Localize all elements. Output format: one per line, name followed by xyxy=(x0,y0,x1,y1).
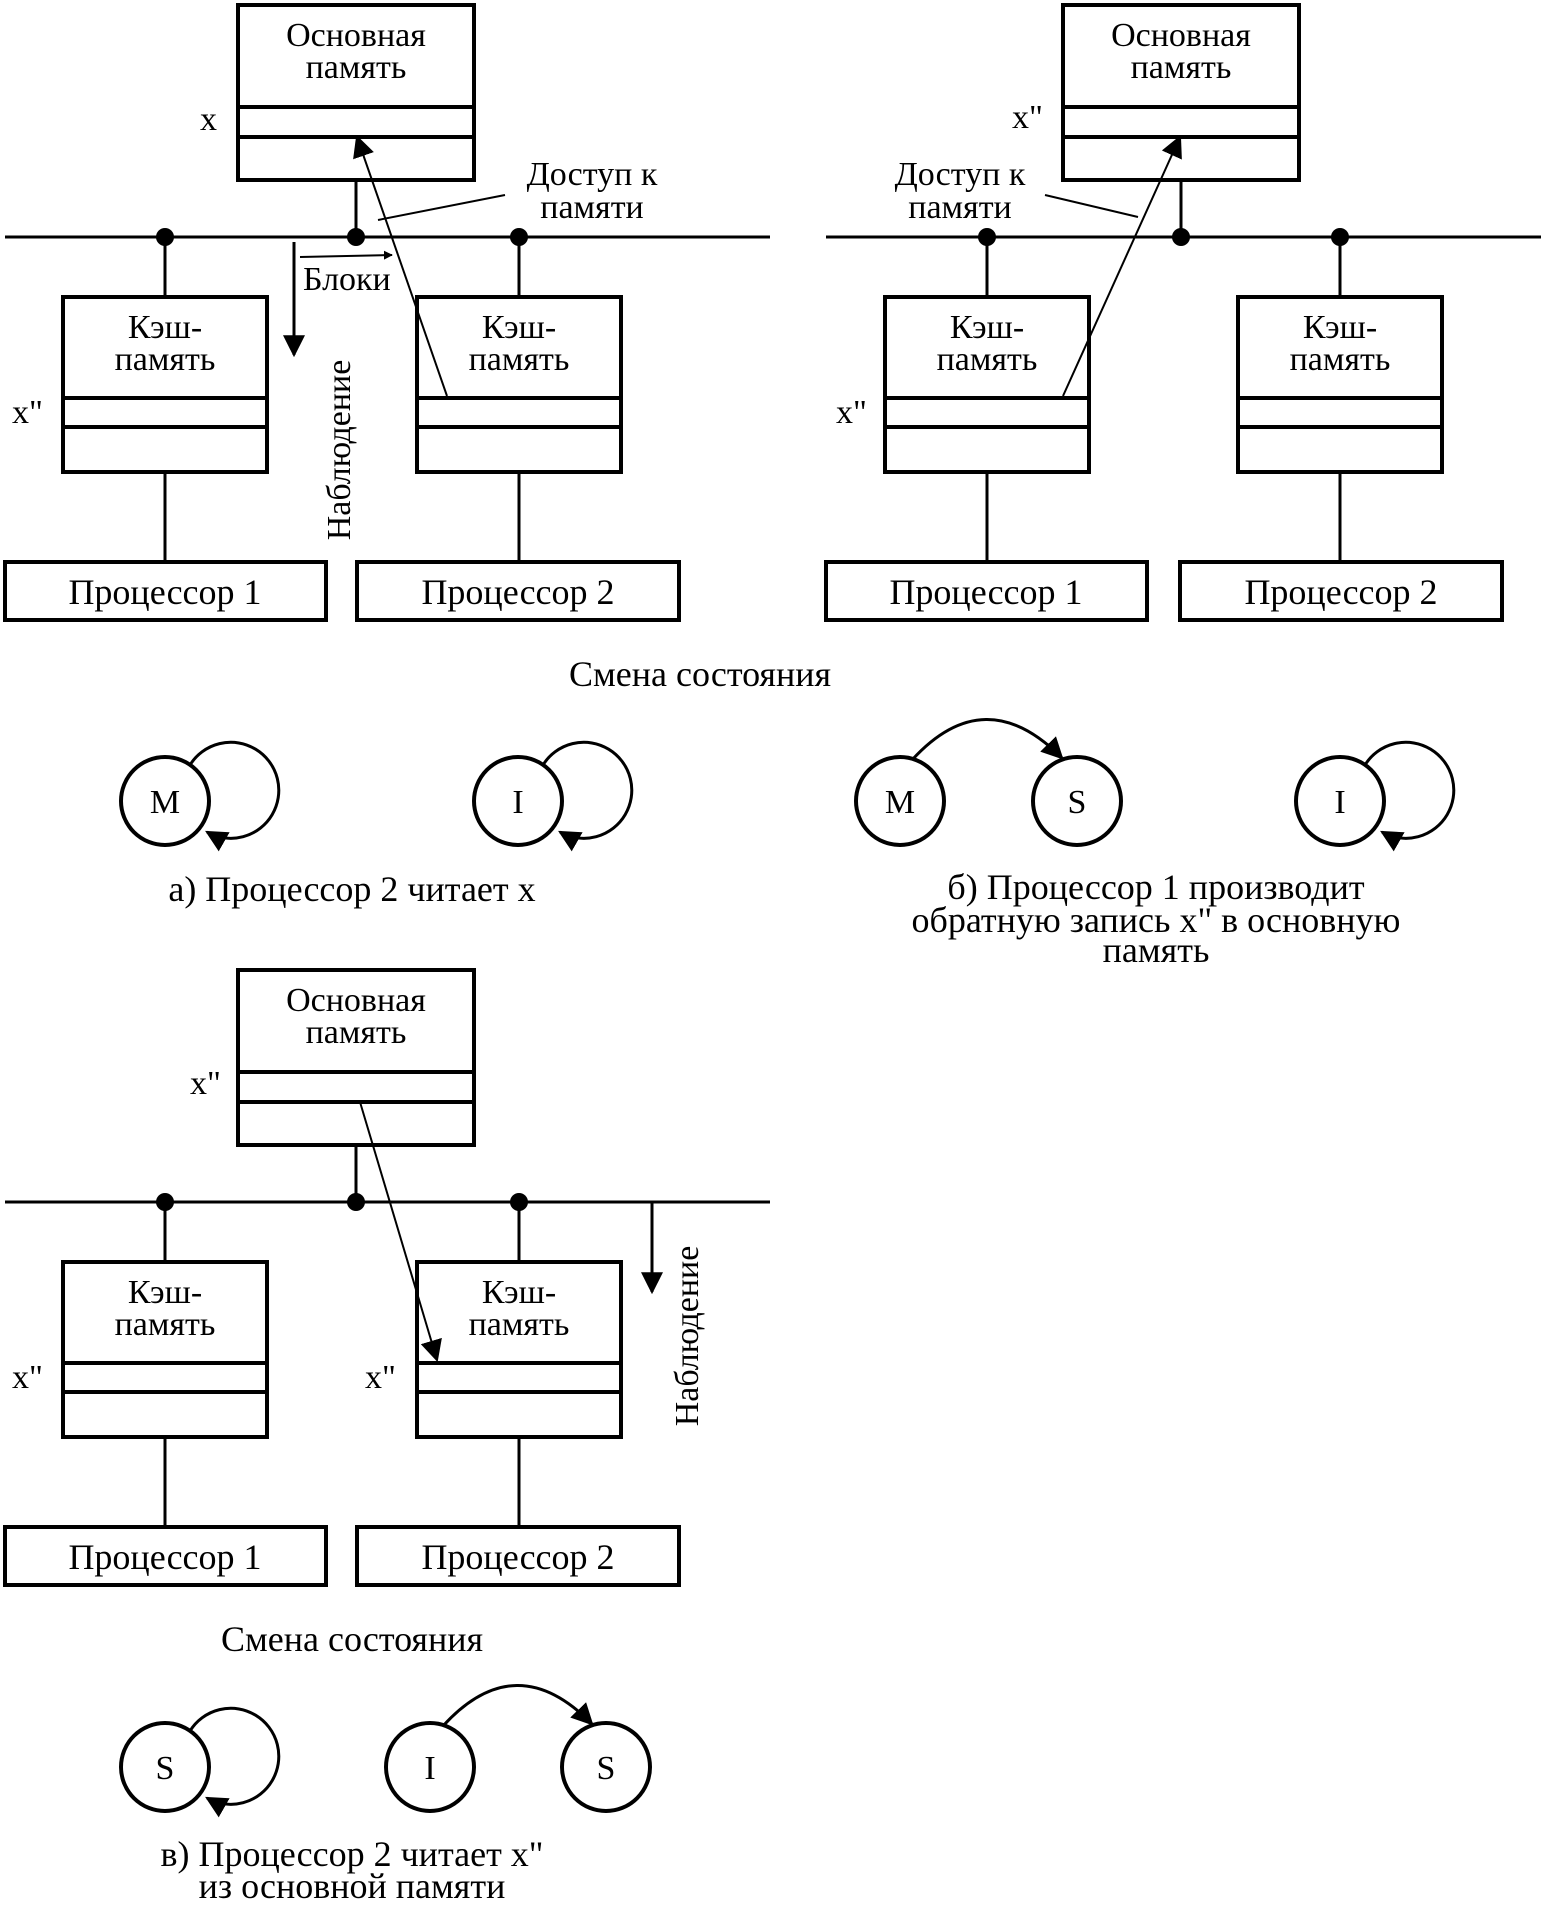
snoop-label: Наблюдение xyxy=(669,1246,706,1427)
state-label: M xyxy=(885,784,915,821)
processor-2-box: Процессор 2 xyxy=(1178,560,1504,622)
bus-junction xyxy=(347,228,365,246)
main-memory-box: Основная память xyxy=(236,968,476,1147)
processor-2-box: Процессор 2 xyxy=(355,560,681,622)
processor-2-label: Процессор 2 xyxy=(1244,572,1437,612)
caption-b-line1: б) Процессор 1 производит xyxy=(947,867,1364,907)
cache-label-line2: память xyxy=(115,1306,216,1343)
cache-label-line2: память xyxy=(115,341,216,378)
cache-label-line1: Кэш- xyxy=(482,309,556,346)
caption-c-line1: в) Процессор 2 читает x" xyxy=(160,1834,543,1874)
processor-1-box: Процессор 1 xyxy=(3,1525,328,1587)
memory-label-line2: память xyxy=(306,49,407,86)
memory-label-line1: Основная xyxy=(286,982,426,1019)
memory-label-line2: память xyxy=(306,1014,407,1051)
state-change-heading: Смена состояния xyxy=(221,1619,483,1659)
state-p1: M S xyxy=(854,718,1123,847)
cache-label-line2: память xyxy=(469,1306,570,1343)
cache-1-box: Кэш- память xyxy=(61,295,269,474)
access-label-line2: памяти xyxy=(908,189,1012,226)
state-change-heading: Смена состояния xyxy=(569,654,831,694)
state-label: S xyxy=(597,1750,616,1787)
memory-label-line2: память xyxy=(1131,49,1232,86)
processor-2-label: Процессор 2 xyxy=(421,1537,614,1577)
processor-2-box: Процессор 2 xyxy=(355,1525,681,1587)
panel-c: Основная память x" Кэш- память x" Кэш- п… xyxy=(3,968,770,1906)
access-label-line1: Доступ к xyxy=(527,156,658,193)
state-p1: S xyxy=(119,1706,281,1818)
access-label-line2: памяти xyxy=(540,189,644,226)
state-label: I xyxy=(1334,784,1345,821)
read-arrow xyxy=(353,134,448,397)
cache-label-line2: память xyxy=(937,341,1038,378)
state-p2: I S xyxy=(384,1684,652,1813)
state-label: M xyxy=(150,784,180,821)
state-p2: I xyxy=(1294,740,1456,852)
caption-b-line3: память xyxy=(1103,930,1210,970)
state-p1: M xyxy=(119,740,281,852)
read-arrow xyxy=(359,1101,442,1363)
processor-1-label: Процессор 1 xyxy=(68,1537,261,1577)
state-label: S xyxy=(156,1750,175,1787)
cache-label-line1: Кэш- xyxy=(950,309,1024,346)
memory-label-line1: Основная xyxy=(286,17,426,54)
cache-1-variable-label: x" xyxy=(12,1359,43,1396)
cache-2-box: Кэш- память xyxy=(1236,295,1444,474)
memory-variable-label: x" xyxy=(1012,99,1043,136)
access-label-line1: Доступ к xyxy=(895,156,1026,193)
caption-a: а) Процессор 2 читает x xyxy=(168,869,535,909)
panel-a: Основная память x Кэш- память x" Кэш- па… xyxy=(3,3,831,909)
main-memory-box: Основная память xyxy=(1061,3,1301,182)
state-label: I xyxy=(424,1750,435,1787)
processor-1-label: Процессор 1 xyxy=(68,572,261,612)
cache-1-variable-label: x" xyxy=(836,394,867,431)
processor-1-box: Процессор 1 xyxy=(824,560,1149,622)
cache-1-variable-label: x" xyxy=(12,394,43,431)
snoop-label: Наблюдение xyxy=(321,360,358,541)
cache-1-box: Кэш- память xyxy=(61,1260,269,1439)
blocks-arrow xyxy=(299,250,393,260)
state-label: I xyxy=(512,784,523,821)
state-p2: I xyxy=(472,740,634,852)
state-label: S xyxy=(1068,784,1087,821)
caption-c-line2: из основной памяти xyxy=(199,1866,506,1903)
main-memory-box: Основная память xyxy=(236,3,476,182)
processor-1-label: Процессор 1 xyxy=(889,572,1082,612)
cache-label-line2: память xyxy=(469,341,570,378)
caption-b-line2: обратную запись x" в основную xyxy=(912,900,1401,940)
cache-2-variable-label: x" xyxy=(365,1359,396,1396)
cache-label-line1: Кэш- xyxy=(1303,309,1377,346)
memory-variable-label: x xyxy=(200,101,217,138)
cache-label-line2: память xyxy=(1290,341,1391,378)
memory-label-line1: Основная xyxy=(1111,17,1251,54)
cache-2-box: Кэш- память xyxy=(415,295,623,474)
blocks-label: Блоки xyxy=(303,261,391,298)
processor-2-label: Процессор 2 xyxy=(421,572,614,612)
cache-label-line1: Кэш- xyxy=(128,309,202,346)
panel-b: Основная память x" Кэш- память x" Кэш- п… xyxy=(824,3,1541,970)
cache-2-box: Кэш- память xyxy=(415,1260,623,1439)
memory-variable-label: x" xyxy=(190,1065,221,1102)
cache-1-box: Кэш- память xyxy=(883,295,1091,474)
cache-label-line1: Кэш- xyxy=(128,1274,202,1311)
cache-label-line1: Кэш- xyxy=(482,1274,556,1311)
write-back-arrow xyxy=(1062,134,1182,397)
processor-1-box: Процессор 1 xyxy=(3,560,328,622)
